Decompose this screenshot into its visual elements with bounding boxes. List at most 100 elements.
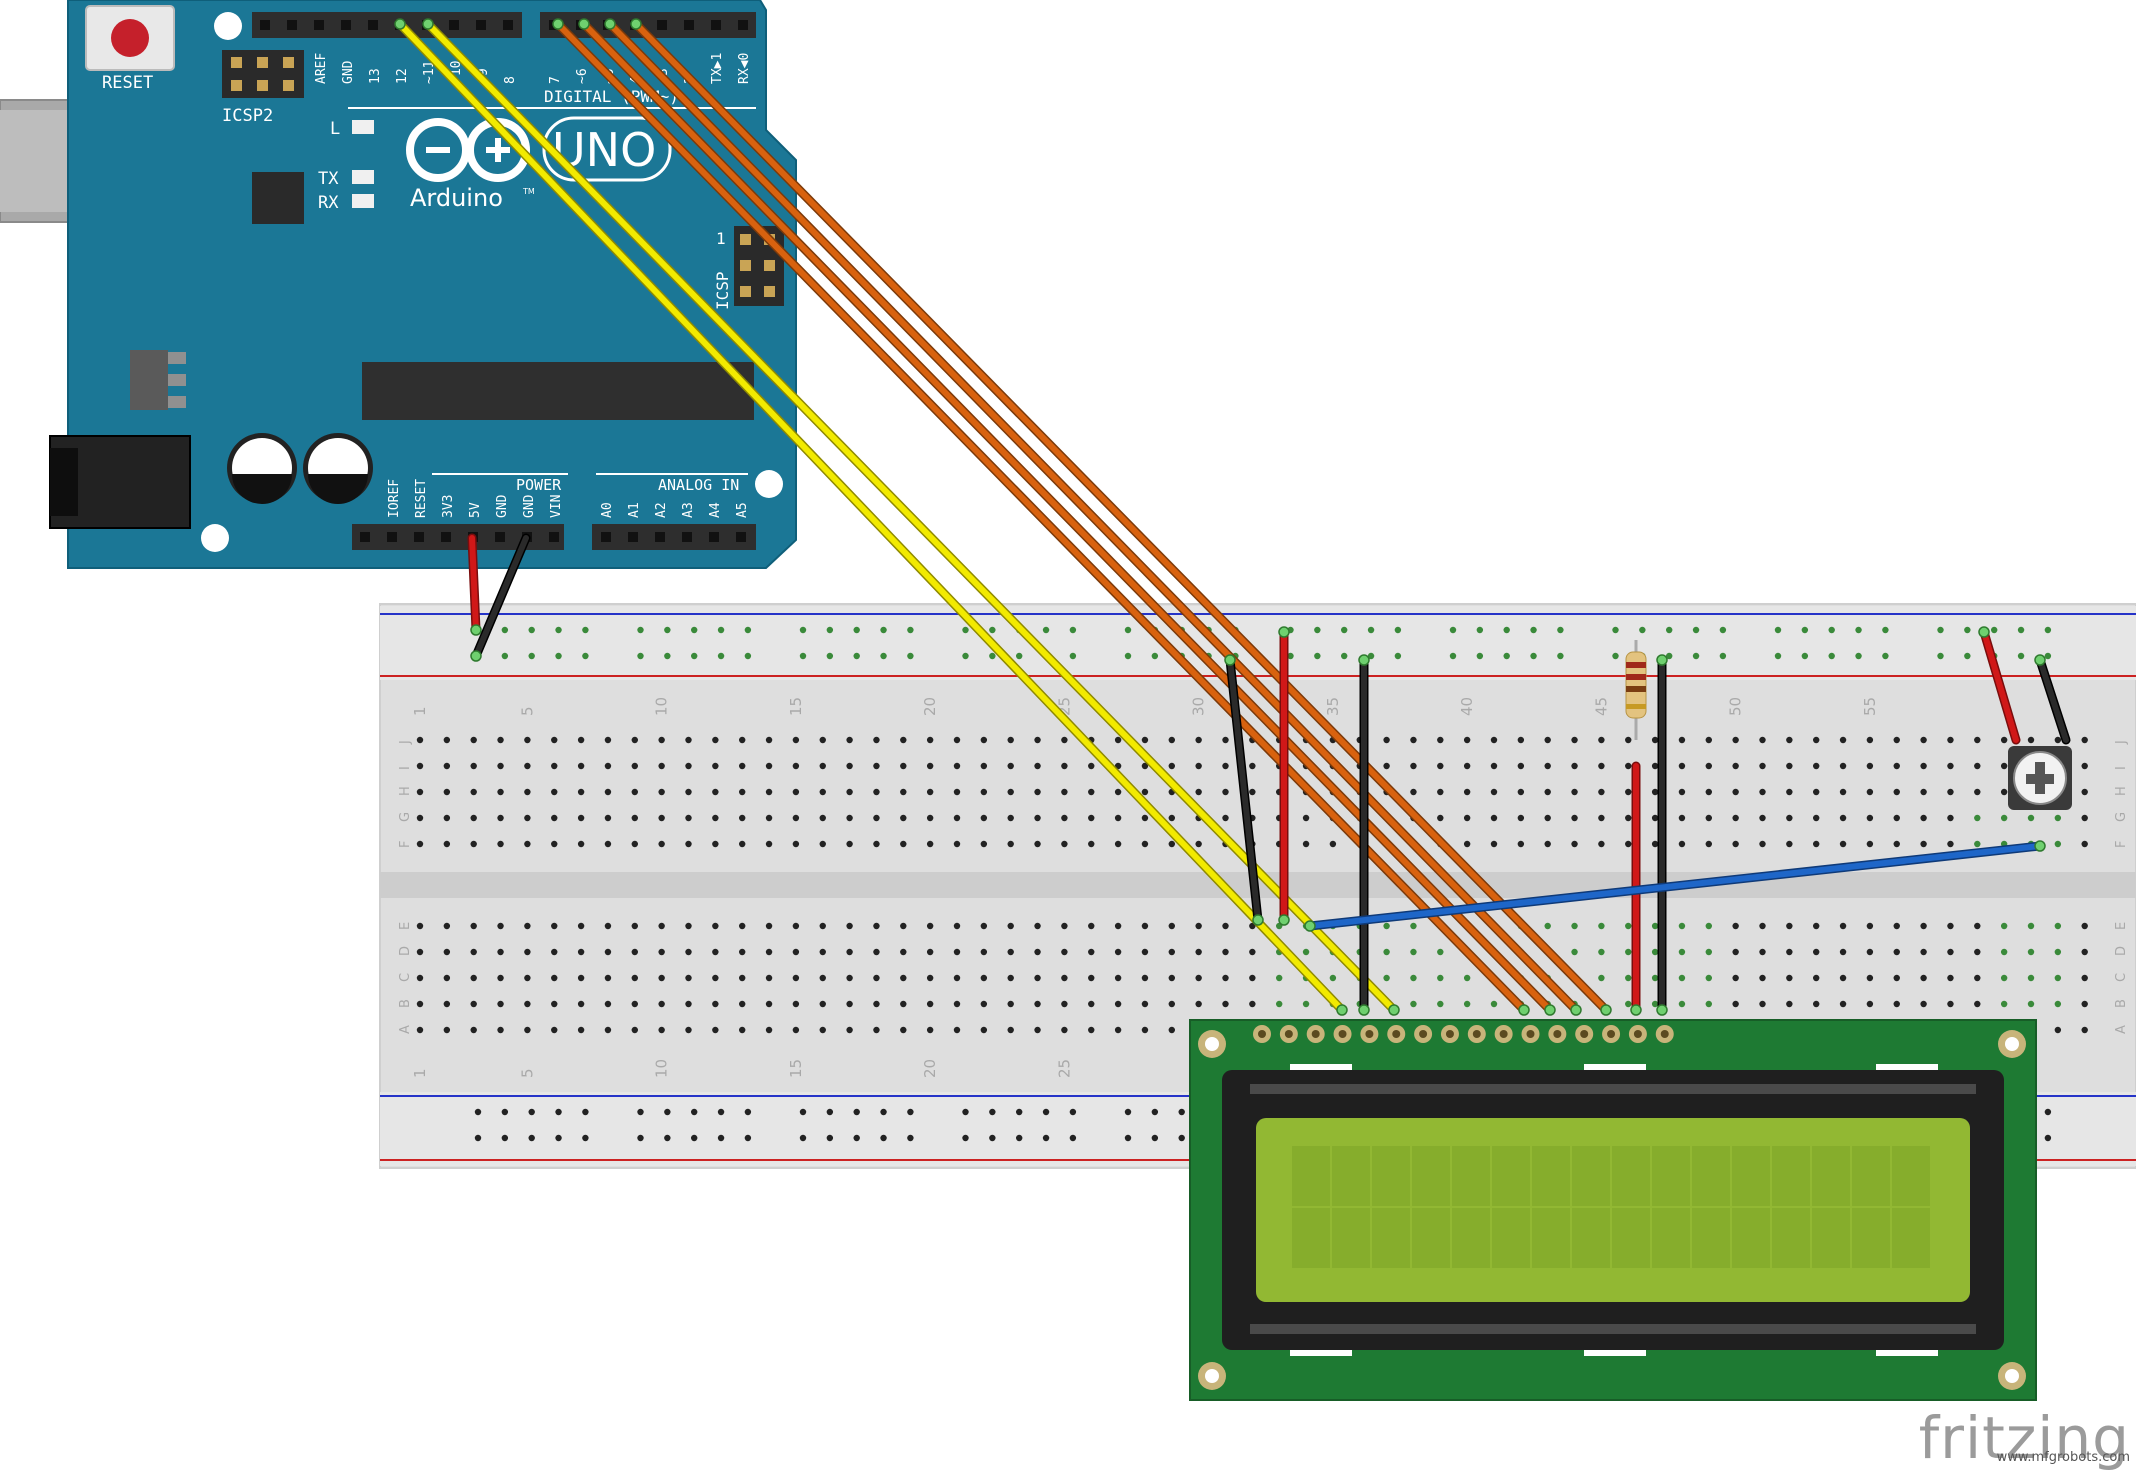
breadboard-hole (792, 814, 800, 822)
header-pin-hole (711, 20, 721, 30)
breadboard-hole (631, 1026, 638, 1034)
breadboard-hole (1383, 974, 1390, 982)
board-pcb (67, 0, 797, 569)
breadboard-hole (1490, 814, 1498, 822)
breadboard-hole (443, 814, 451, 822)
header-pin-hole (601, 532, 611, 542)
breadboard-hole (604, 922, 612, 930)
wire-endpoint (422, 18, 434, 30)
breadboard-hole (631, 736, 638, 744)
pin-label: VIN (549, 495, 564, 518)
lcd-pin-hole (1284, 1030, 1293, 1038)
breadboard-hole (1813, 736, 1820, 744)
lcd-pin-hole (1633, 1030, 1642, 1038)
breadboard-hole (739, 736, 746, 744)
breadboard-hole (524, 974, 531, 982)
wire-endpoint (1544, 1004, 1556, 1016)
breadboard-hole (1463, 788, 1471, 796)
breadboard-hole (953, 840, 961, 848)
breadboard-rail-hole (880, 1108, 887, 1116)
breadboard-rail-hole (853, 1134, 860, 1142)
breadboard-hole (551, 840, 558, 848)
breadboard-hole (1222, 948, 1229, 956)
reset-button[interactable] (85, 5, 175, 71)
breadboard-hole (1383, 762, 1390, 770)
lcd-character-cell (1292, 1208, 1330, 1268)
breadboard-hole (819, 922, 826, 930)
breadboard-hole (712, 948, 719, 956)
breadboard-hole (2081, 974, 2088, 982)
breadboard-hole (926, 922, 934, 930)
breadboard-rail-hole (853, 626, 860, 634)
breadboard-hole (1625, 948, 1632, 956)
breadboard-hole (1141, 762, 1149, 770)
row-letter: J (398, 740, 413, 745)
breadboard-hole (1947, 736, 1954, 744)
wire-endpoints (394, 18, 2046, 1016)
breadboard-hole (1195, 736, 1202, 744)
breadboard-hole (792, 788, 800, 796)
breadboard-hole (873, 814, 880, 822)
breadboard-hole (792, 736, 800, 744)
breadboard-hole (1141, 736, 1149, 744)
breadboard-hole (712, 736, 719, 744)
lcd-character-cell (1812, 1208, 1850, 1268)
breadboard-rail-hole (826, 652, 834, 660)
breadboard-hole (739, 840, 746, 848)
pin-label: ~11 (422, 61, 437, 84)
breadboard-hole (1141, 840, 1149, 848)
breadboard-hole (1034, 974, 1041, 982)
breadboard-rail-hole (1314, 652, 1321, 660)
breadboard-hole (1114, 922, 1122, 930)
breadboard-hole (1598, 948, 1605, 956)
breadboard-hole (980, 1000, 988, 1008)
breadboard-hole (792, 948, 800, 956)
breadboard-hole (470, 974, 477, 982)
breadboard-hole (1168, 840, 1176, 848)
row-letter: I (2114, 766, 2129, 770)
breadboard-hole (443, 762, 451, 770)
breadboard-hole (1490, 762, 1498, 770)
breadboard-rail-hole (691, 626, 698, 634)
breadboard-hole (900, 1000, 907, 1008)
breadboard-hole (1571, 948, 1578, 956)
breadboard-hole (846, 814, 853, 822)
breadboard-rail-hole (744, 652, 752, 660)
breadboard-hole (1195, 840, 1202, 848)
breadboard-hole (792, 922, 800, 930)
breadboard-hole (470, 1026, 477, 1034)
breadboard-rail-hole (1151, 1108, 1159, 1116)
column-number: 35 (1324, 697, 1342, 716)
breadboard-rail-hole (1828, 626, 1835, 634)
wire-orange-d4 (631, 19, 1611, 1015)
breadboard-rail-hole (1719, 652, 1727, 660)
breadboard-rail-hole (799, 1134, 807, 1142)
potentiometer[interactable] (2008, 746, 2072, 810)
breadboard-hole (577, 1000, 585, 1008)
breadboard-hole (1034, 736, 1041, 744)
breadboard-hole (2000, 736, 2008, 744)
header-pin-hole (709, 532, 719, 542)
breadboard-hole (900, 1026, 907, 1034)
breadboard-hole (1007, 788, 1014, 796)
breadboard-rail-hole (1042, 626, 1050, 634)
breadboard-hole (1893, 840, 1900, 848)
breadboard-rail-hole (880, 626, 887, 634)
breadboard-hole (524, 736, 531, 744)
breadboard-hole (1088, 974, 1095, 982)
breadboard-rail-hole (1016, 1134, 1023, 1142)
breadboard-rail-hole (1692, 652, 1700, 660)
breadboard-hole (2081, 762, 2088, 770)
breadboard-hole (1866, 1000, 1874, 1008)
breadboard-hole (846, 1000, 853, 1008)
breadboard-hole (765, 1000, 773, 1008)
breadboard-hole (685, 814, 692, 822)
breadboard-hole (1302, 814, 1310, 822)
breadboard-rail-hole (853, 1108, 860, 1116)
breadboard-hole (1410, 1000, 1417, 1008)
breadboard-hole (631, 974, 638, 982)
breadboard-hole (1759, 788, 1766, 796)
breadboard-hole (1034, 814, 1041, 822)
breadboard-hole (524, 814, 531, 822)
